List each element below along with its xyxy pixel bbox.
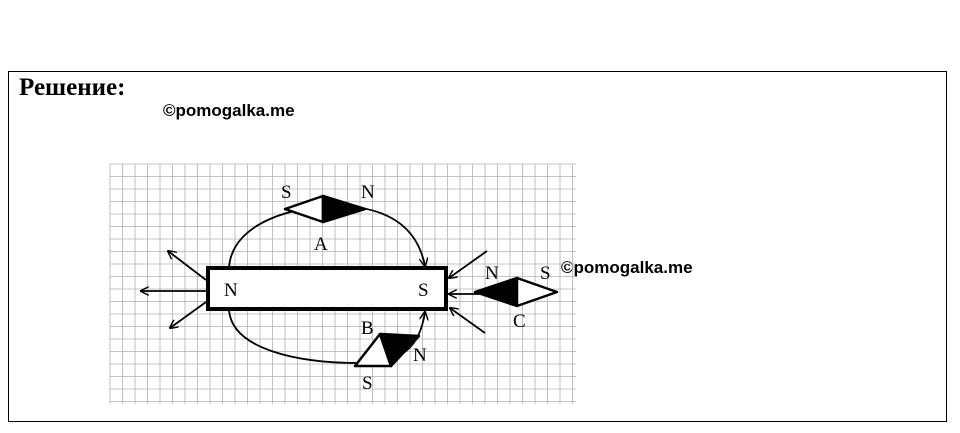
needle-b-name: B [361, 318, 374, 339]
field-arrow-in-down-right [450, 308, 486, 334]
magnet-south-label: S [418, 280, 429, 301]
field-arrow-up-left [168, 251, 207, 281]
needle-b-south-label: S [362, 373, 373, 394]
needle-c-north-label: N [485, 263, 499, 284]
needle-a-north-label: N [361, 182, 375, 203]
needle-a-name: A [314, 234, 328, 255]
compass-needle-a [283, 194, 367, 224]
field-arrow-in-up-right [449, 250, 488, 278]
needle-c-south-label: S [540, 263, 551, 284]
field-arrow-down-left [170, 301, 207, 328]
needle-c-name: C [513, 311, 526, 332]
needle-b-north-label: N [413, 345, 427, 366]
watermark-top: ©pomogalka.me [163, 101, 295, 120]
solution-frame [8, 71, 947, 422]
solution-heading: Решение: [19, 74, 126, 101]
compass-needle-c [473, 276, 559, 308]
needle-a-south-label: S [281, 182, 292, 203]
watermark-right: ©pomogalka.me [561, 258, 693, 277]
bar-magnet [206, 266, 448, 311]
magnet-north-label: N [224, 280, 238, 301]
compass-needle-b [353, 332, 421, 368]
